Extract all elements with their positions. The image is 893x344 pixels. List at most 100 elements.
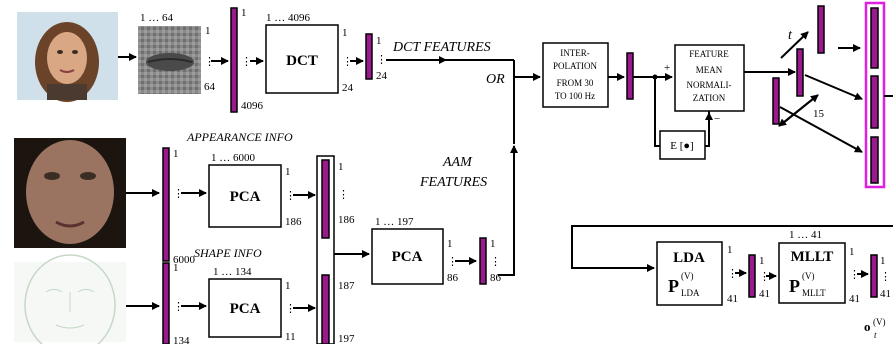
output-sup: (V) bbox=[873, 317, 886, 327]
mllt-vector bbox=[870, 254, 878, 298]
arrow-stack-3 bbox=[779, 106, 863, 153]
lda-in-top-label: 1 bbox=[727, 244, 733, 256]
interp-line-3: FROM 30 bbox=[557, 78, 594, 88]
mllt-vdots-icon: ⋮ bbox=[849, 269, 860, 281]
appearance-pca-label: PCA bbox=[230, 189, 261, 205]
shape-info-title: SHAPE INFO bbox=[194, 246, 262, 260]
dct-features-label: DCT FEATURES bbox=[392, 40, 491, 55]
output-sub: t bbox=[874, 330, 877, 340]
interpolation-box bbox=[542, 42, 609, 108]
pixel-vector-bottom-label: 4096 bbox=[241, 100, 264, 112]
expectation-label: E [●] bbox=[670, 140, 693, 152]
shape-pca-out-top-label: 1 bbox=[285, 280, 291, 292]
shape-vec-bottom-label: 134 bbox=[173, 335, 190, 344]
appearance-vector bbox=[162, 147, 170, 262]
concat-vdots-icon: ⋮ bbox=[338, 189, 349, 201]
concat-shape-part bbox=[321, 274, 330, 344]
time-label: t bbox=[788, 28, 793, 43]
mllt-cols-label: 1 … 41 bbox=[789, 229, 822, 241]
aam-pca-box bbox=[371, 228, 444, 285]
line-to-expectation bbox=[654, 77, 660, 147]
concat-top-label: 1 bbox=[338, 161, 344, 173]
output-symbol: o bbox=[864, 319, 871, 334]
dct-out-top-label: 1 bbox=[342, 27, 348, 39]
stacked-part-3 bbox=[870, 136, 879, 184]
lda-box bbox=[656, 241, 723, 306]
face-crop-photo bbox=[14, 138, 126, 248]
shape-pca-label: PCA bbox=[230, 301, 261, 317]
interp-line-4: TO 100 Hz bbox=[555, 91, 595, 101]
face-mesh-image bbox=[14, 254, 126, 344]
arrow-stack-2 bbox=[804, 74, 863, 100]
lda-sub: LDA bbox=[681, 288, 700, 298]
aam-pca-vdots-icon: ⋮ bbox=[447, 256, 458, 268]
fmn-line-3: NORMALI- bbox=[687, 80, 732, 90]
aam-label-line1: AAM bbox=[442, 155, 473, 170]
shape-pca-cols-label: 1 … 134 bbox=[213, 266, 252, 278]
stack-vector-next bbox=[817, 5, 825, 54]
shape-vector bbox=[162, 262, 170, 344]
lda-vector bbox=[748, 254, 756, 298]
appearance-pca-vdots-icon: ⋮ bbox=[285, 190, 296, 202]
lda-title: LDA bbox=[673, 250, 705, 266]
shape-vdots-icon: ⋮ bbox=[173, 301, 184, 313]
roi-row-first-label: 1 bbox=[205, 25, 211, 37]
lda-symbol: P bbox=[668, 276, 679, 296]
mllt-vec-bottom-label: 41 bbox=[880, 288, 891, 300]
dct-box bbox=[265, 24, 339, 94]
pixel-vector bbox=[230, 7, 238, 113]
arrow-time-axis bbox=[780, 31, 809, 59]
shape-pca-box bbox=[208, 278, 282, 338]
shape-pca-out-bottom-label: 11 bbox=[285, 331, 296, 343]
roi-row-last-label: 64 bbox=[204, 81, 216, 93]
aam-label-line2: FEATURES bbox=[419, 175, 487, 190]
shape-pca-vdots-icon: ⋮ bbox=[285, 303, 296, 315]
appearance-pca-out-bottom-label: 186 bbox=[285, 216, 302, 228]
concat-mid-a-label: 186 bbox=[338, 214, 355, 226]
interp-line-1: INTER- bbox=[560, 48, 590, 58]
aam-feat-top-label: 1 bbox=[490, 238, 496, 250]
interp-line-2: POLATION bbox=[553, 61, 597, 71]
appearance-vec-top-label: 1 bbox=[173, 148, 179, 160]
feature-mean-normalization-box bbox=[674, 44, 745, 112]
interp-vector bbox=[626, 52, 634, 100]
appearance-pca-cols-label: 1 … 6000 bbox=[211, 152, 256, 164]
mllt-title: MLLT bbox=[791, 249, 834, 265]
dct-feat-top-label: 1 bbox=[376, 35, 382, 47]
concat-appearance-part bbox=[321, 159, 330, 239]
fmn-plus-sign: + bbox=[664, 62, 670, 74]
mllt-in-bottom-label: 41 bbox=[849, 293, 860, 305]
dct-box-label: DCT bbox=[286, 53, 318, 69]
appearance-info-title: APPEARANCE INFO bbox=[186, 130, 293, 144]
aam-feat-bottom-label: 86 bbox=[490, 272, 502, 284]
appearance-pca-box bbox=[208, 164, 282, 228]
aam-feature-vector bbox=[479, 237, 487, 285]
concat-mid-b-label: 187 bbox=[338, 280, 355, 292]
mllt-symbol: P bbox=[789, 276, 800, 296]
aam-pca-label: PCA bbox=[392, 249, 423, 265]
lda-vec-vdots-icon: ⋮ bbox=[759, 271, 770, 283]
stack-vector-prev bbox=[772, 77, 780, 125]
expectation-box bbox=[659, 130, 706, 160]
concat-bottom-label: 197 bbox=[338, 333, 355, 344]
fmn-line-2: MEAN bbox=[696, 65, 723, 75]
line-aam-up bbox=[498, 152, 515, 276]
stack-vector-mid bbox=[796, 48, 804, 97]
dct-feat-bottom-label: 24 bbox=[376, 70, 388, 82]
mouth-roi-image bbox=[138, 26, 201, 94]
appearance-pca-out-top-label: 1 bbox=[285, 166, 291, 178]
fmn-line-4: ZATION bbox=[693, 93, 726, 103]
face-photo bbox=[17, 12, 118, 102]
or-label: OR bbox=[486, 72, 505, 87]
lda-sup: (V) bbox=[681, 271, 694, 281]
pixel-vector-top-label: 1 bbox=[241, 7, 247, 19]
lda-vdots-icon: ⋮ bbox=[727, 268, 738, 280]
roi-vdots-icon: ⋮ bbox=[204, 56, 215, 68]
fmn-minus-sign: − bbox=[714, 113, 720, 125]
mllt-vec-top-label: 1 bbox=[880, 255, 886, 267]
appearance-vdots-icon: ⋮ bbox=[173, 188, 184, 200]
stacked-part-2 bbox=[870, 75, 879, 129]
mllt-sup: (V) bbox=[802, 271, 815, 281]
aam-pca-out-top-label: 1 bbox=[447, 238, 453, 250]
